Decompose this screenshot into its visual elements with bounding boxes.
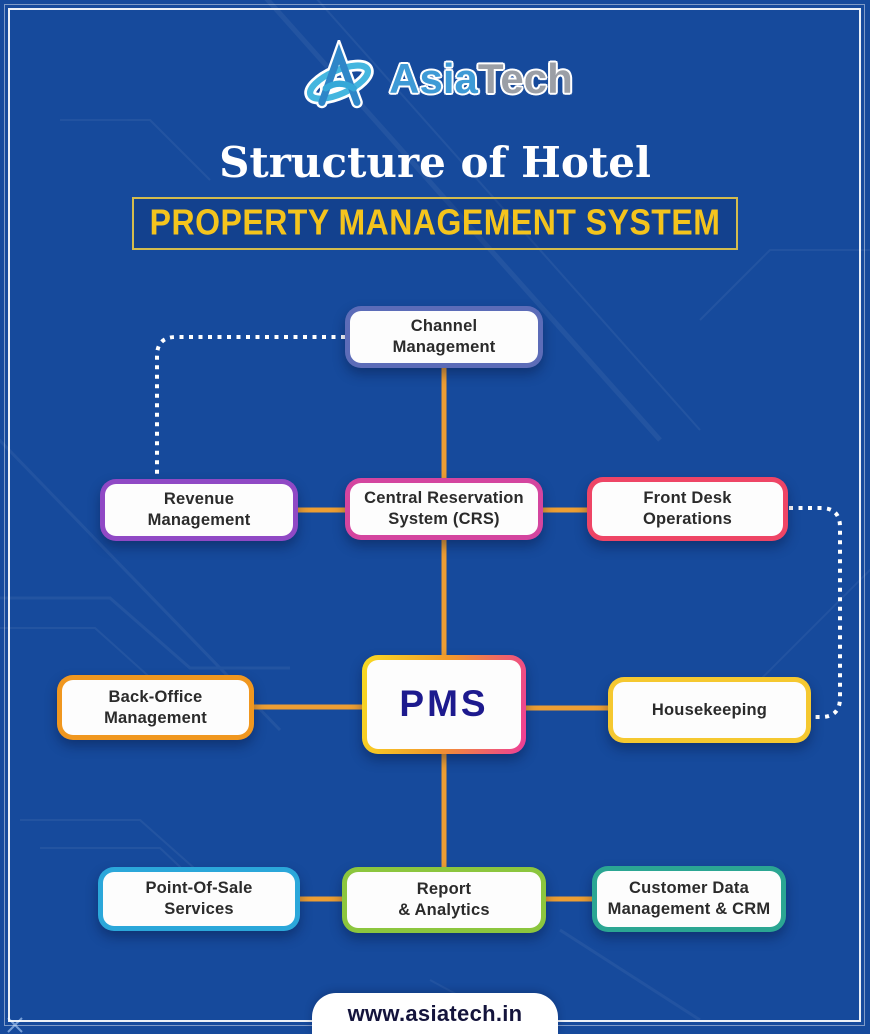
node-customer-data-management-crm: Customer Data Management & CRM bbox=[592, 866, 786, 932]
node-revenue-management: Revenue Management bbox=[100, 479, 298, 541]
node-report-analytics: Report & Analytics bbox=[342, 867, 546, 933]
node-label-back-office-management: Back-Office Management bbox=[104, 687, 207, 727]
dotted-connector-frontdesk-to-housekeeping bbox=[789, 506, 842, 719]
node-inner: Front Desk Operations bbox=[592, 482, 783, 536]
node-label-channel-management: Channel Management bbox=[392, 317, 496, 356]
title-banner-text: PROPERTY MANAGEMENT SYSTEM bbox=[149, 201, 721, 243]
node-front-desk-operations: Front Desk Operations bbox=[587, 477, 788, 541]
node-label-report-analytics: Report & Analytics bbox=[398, 880, 490, 919]
node-label-front-desk-operations: Front Desk Operations bbox=[642, 489, 733, 528]
node-label-revenue-management: Revenue Management bbox=[147, 490, 251, 529]
node-central-reservation-system: Central Reservation System (CRS) bbox=[345, 478, 543, 540]
node-point-of-sale-services: Point-Of-Sale Services bbox=[98, 867, 300, 931]
node-housekeeping: Housekeeping bbox=[608, 677, 811, 743]
node-inner: Channel Management bbox=[350, 311, 538, 363]
header: AsiaTech Structure of Hotel PROPERTY MAN… bbox=[0, 0, 870, 250]
footer-website-pill: www.asiatech.in bbox=[312, 993, 558, 1034]
asiatech-logo: AsiaTech bbox=[297, 40, 573, 118]
page-title: Structure of Hotel bbox=[219, 138, 651, 187]
node-label-central-reservation-system: Central Reservation System (CRS) bbox=[364, 489, 524, 528]
title-banner: PROPERTY MANAGEMENT SYSTEM bbox=[131, 197, 739, 250]
node-inner: Customer Data Management & CRM bbox=[597, 871, 781, 927]
node-inner: Back-Office Management bbox=[62, 680, 249, 735]
node-label-point-of-sale-services: Point-Of-Sale Services bbox=[145, 879, 253, 918]
node-label-customer-data-management-crm: Customer Data Management & CRM bbox=[607, 879, 771, 918]
node-inner: Central Reservation System (CRS) bbox=[350, 483, 538, 535]
node-inner: Revenue Management bbox=[105, 484, 293, 536]
logo-text-tech: Tech bbox=[477, 55, 573, 102]
node-label-pms: PMS bbox=[399, 683, 489, 725]
dotted-connector-channel-to-revenue bbox=[155, 335, 345, 477]
node-pms: PMS bbox=[362, 655, 526, 754]
node-back-office-management: Back-Office Management bbox=[57, 675, 254, 740]
asiatech-logo-text: AsiaTech bbox=[389, 55, 573, 103]
node-inner: Report & Analytics bbox=[347, 872, 541, 928]
asiatech-swirl-a-icon bbox=[304, 40, 374, 109]
node-channel-management: Channel Management bbox=[345, 306, 543, 368]
logo-text-asia: Asia bbox=[389, 55, 478, 102]
node-label-housekeeping: Housekeeping bbox=[651, 700, 768, 719]
node-inner: Point-Of-Sale Services bbox=[103, 872, 295, 926]
node-inner: Housekeeping bbox=[613, 682, 806, 738]
footer-website-text: www.asiatech.in bbox=[347, 1000, 523, 1026]
node-inner: PMS bbox=[367, 660, 521, 749]
